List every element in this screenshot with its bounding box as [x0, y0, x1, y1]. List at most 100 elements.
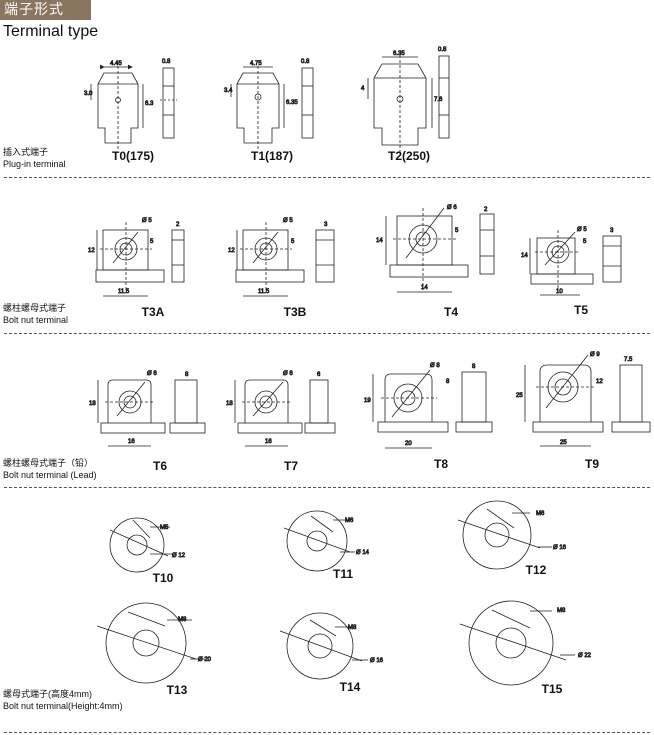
t5-t: 3: [610, 228, 614, 234]
t13-inner: M8: [178, 617, 187, 623]
t7-dia: Ø 6: [283, 371, 293, 377]
t0-h2: 6.3: [145, 101, 154, 107]
terminal-t14-drawing: [279, 612, 368, 680]
t3b-h: 12: [228, 248, 235, 254]
terminal-label-t10: T10: [152, 571, 174, 585]
terminal-label-t14: T14: [339, 680, 361, 694]
t11-outer: Ø 14: [356, 550, 370, 556]
t9-a: 12: [596, 379, 603, 385]
t1-width: 4.75: [250, 61, 262, 67]
t10-outer: Ø 12: [172, 553, 186, 559]
t9-h: 25: [516, 393, 523, 399]
divider: [4, 487, 650, 488]
t6-t: 8: [185, 372, 189, 378]
terminal-label-t8: T8: [433, 457, 448, 471]
t4-w: 14: [421, 285, 428, 291]
divider: [4, 732, 650, 733]
terminal-t6-drawing: [97, 379, 206, 447]
terminal-label-t6: T6: [152, 459, 167, 473]
t3a-h: 12: [88, 248, 95, 254]
terminal-label-t11: T11: [332, 567, 353, 581]
terminal-t10-drawing: [109, 517, 172, 573]
terminal-label-t9: T9: [584, 457, 599, 471]
terminal-t8-drawing: [372, 369, 493, 449]
t7-h: 18: [226, 401, 233, 407]
t3b-t: 3: [324, 222, 328, 228]
t7-t: 6: [317, 372, 321, 378]
t5-dia: Ø 5: [577, 227, 587, 233]
t13-outer: Ø 20: [198, 657, 212, 663]
t9-w: 25: [560, 440, 567, 446]
terminal-t9-drawing: [524, 354, 651, 447]
t9-dia: Ø 9: [590, 352, 600, 358]
terminal-t0-drawing: [90, 64, 177, 150]
terminal-t3b-drawing: [235, 222, 335, 297]
terminal-t13-drawing: [96, 602, 205, 684]
t10-inner: M5: [160, 525, 169, 531]
t1-h2: 6.35: [286, 100, 298, 106]
t5-a: 5: [583, 239, 587, 245]
t15-inner: M8: [557, 608, 566, 614]
t5-w: 10: [556, 289, 563, 295]
divider: [4, 333, 650, 334]
terminal-label-t3a: T3A: [141, 305, 165, 319]
t4-dia: Ø 6: [447, 205, 457, 211]
t3b-w: 11.5: [258, 289, 270, 295]
terminal-label-t7: T7: [283, 459, 298, 473]
section-bolt-nut-height: 螺母式端子(高度4mm)Bolt nut terminal(Height:4mm…: [3, 689, 123, 711]
terminal-t11-drawing: [283, 510, 355, 572]
t4-h: 14: [376, 238, 383, 244]
t8-h: 19: [364, 398, 371, 404]
t3a-a: 5: [150, 239, 154, 245]
t3b-a: 5: [291, 239, 295, 245]
section-title-cn: 端子形式: [0, 0, 91, 20]
t8-a: 8: [446, 379, 450, 385]
t2-width: 6.35: [393, 51, 405, 57]
t4-t: 2: [484, 207, 488, 213]
t11-inner: M6: [345, 518, 354, 524]
t8-t: 8: [472, 364, 476, 370]
t4-a: 5: [455, 228, 459, 234]
t3a-dia: Ø 5: [142, 218, 152, 224]
t2-h2: 7.6: [434, 97, 443, 103]
t2-h1: 4: [361, 86, 365, 92]
t5-h: 14: [521, 253, 528, 259]
terminal-t7-drawing: [234, 379, 336, 447]
terminal-label-t0: T0(175): [111, 149, 155, 163]
terminal-t12-drawing: [457, 500, 552, 570]
t0-thick: 0.8: [162, 59, 171, 65]
t3b-dia: Ø 5: [283, 218, 293, 224]
terminal-label-t3b: T3B: [283, 305, 307, 319]
section-title-en: Terminal type: [3, 23, 99, 40]
section-bolt-nut-lead: 螺柱螺母式端子（铅）Bolt nut terminal (Lead): [3, 458, 97, 480]
t6-dia: Ø 6: [147, 371, 157, 377]
terminal-label-t15: T15: [541, 682, 563, 696]
t6-h: 18: [89, 401, 96, 407]
t1-thick: 0.8: [301, 59, 310, 65]
terminal-t2-drawing: [367, 55, 450, 152]
t8-dia: Ø 8: [430, 363, 440, 369]
t9-t: 7.5: [624, 357, 633, 363]
terminal-t3a-drawing: [95, 222, 185, 297]
t14-inner: M8: [348, 625, 357, 631]
terminal-label-t4: T4: [443, 305, 458, 319]
terminal-label-t2: T2(250): [387, 149, 431, 163]
t14-outer: Ø 16: [370, 658, 384, 664]
terminal-t5-drawing: [529, 230, 622, 296]
t7-w: 16: [265, 439, 272, 445]
terminal-label-t5: T5: [573, 303, 588, 317]
t2-thick: 0.8: [438, 47, 447, 53]
terminal-t15-drawing: [459, 600, 575, 686]
t3a-w: 11.5: [118, 289, 130, 295]
t0-h1: 3.0: [84, 91, 93, 97]
terminal-t4-drawing: [385, 207, 495, 293]
divider: [4, 177, 650, 178]
t6-w: 16: [128, 439, 135, 445]
t0-width: 4.45: [110, 61, 122, 67]
t3a-t: 2: [176, 222, 180, 228]
terminal-t1-drawing: [230, 66, 314, 150]
terminal-label-t13: T13: [166, 683, 188, 697]
